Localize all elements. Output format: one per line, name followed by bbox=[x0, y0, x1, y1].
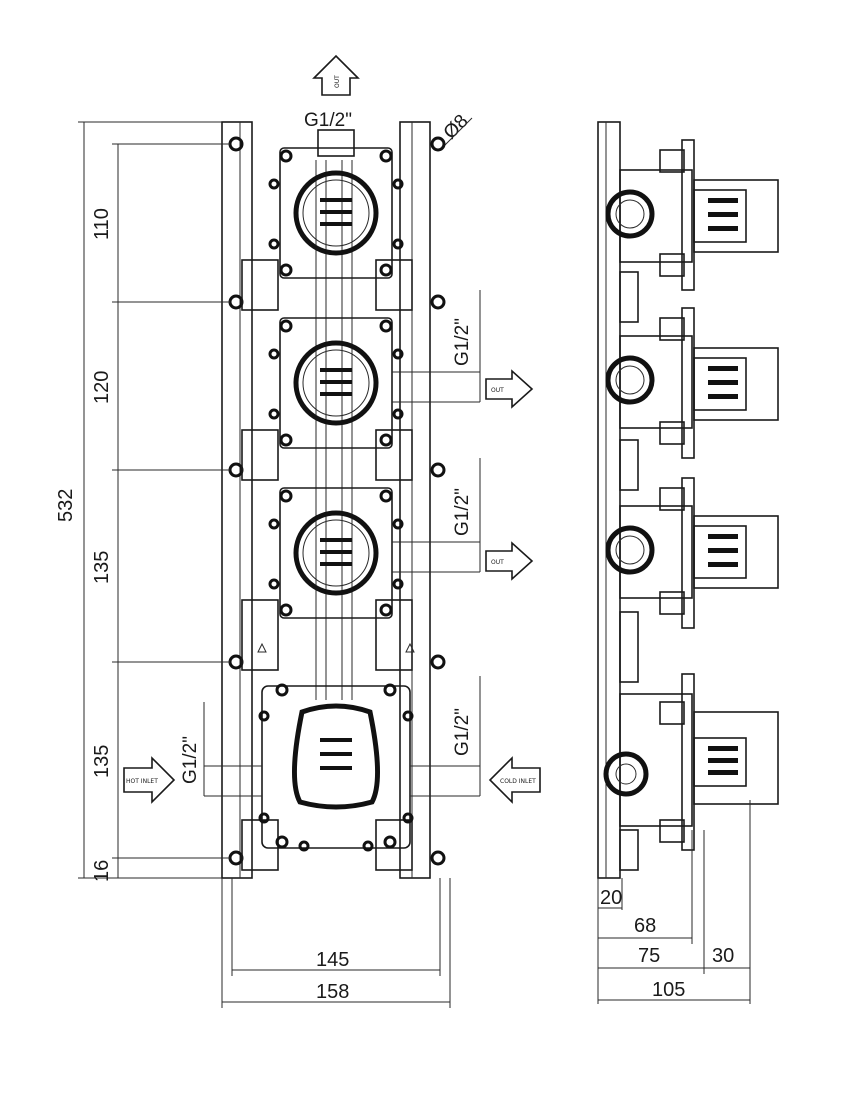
horizontal-dimensions bbox=[221, 878, 451, 1008]
thread-label-2: G1/2" bbox=[452, 488, 473, 536]
top-thread-label: G1/2" bbox=[304, 110, 352, 131]
vertical-dimensions bbox=[78, 121, 230, 879]
inner-width-label: 145 bbox=[316, 949, 349, 971]
valve-module-1 bbox=[268, 147, 404, 279]
side-valve-2 bbox=[605, 307, 779, 459]
out-arrow-2-label: OUT bbox=[491, 559, 504, 566]
side-dim-20: 20 bbox=[600, 887, 622, 909]
side-dim-30: 30 bbox=[712, 945, 734, 967]
out-arrow-2: OUT bbox=[485, 541, 534, 581]
out-arrow-1: OUT bbox=[485, 369, 534, 409]
valve-module-2 bbox=[268, 317, 404, 449]
top-out-arrow: OUT bbox=[312, 54, 360, 96]
outlet-pipes bbox=[203, 290, 481, 797]
total-height-label: 532 bbox=[55, 489, 77, 522]
thread-label-3: G1/2" bbox=[452, 708, 473, 756]
side-dimensions bbox=[597, 800, 751, 1004]
top-out-label: OUT bbox=[334, 75, 341, 88]
outer-width-label: 158 bbox=[316, 981, 349, 1003]
cold-inlet-label: COLD INLET bbox=[500, 778, 536, 785]
out-arrow-1-label: OUT bbox=[491, 387, 504, 394]
spacing-3-label: 135 bbox=[91, 551, 113, 584]
side-dim-68: 68 bbox=[634, 915, 656, 937]
right-rail bbox=[399, 121, 431, 879]
side-view: 20 68 75 30 105 bbox=[597, 121, 779, 1004]
bottom-offset-label: 16 bbox=[91, 860, 113, 882]
thermostatic-module bbox=[258, 683, 414, 852]
thread-label-1: G1/2" bbox=[452, 318, 473, 366]
spacing-2-label: 120 bbox=[91, 371, 113, 404]
cold-inlet-arrow: COLD INLET bbox=[488, 756, 541, 804]
side-valve-1 bbox=[605, 139, 779, 291]
side-dim-75: 75 bbox=[638, 945, 660, 967]
thread-label-inlet-left: G1/2" bbox=[180, 736, 201, 784]
side-wall-plate bbox=[597, 121, 621, 879]
hole-diameter-label: Ø8 bbox=[440, 111, 473, 144]
hot-inlet-label: HOT INLET bbox=[126, 778, 158, 785]
rail-brackets bbox=[241, 259, 415, 871]
side-valve-3 bbox=[605, 477, 779, 629]
side-thermostat bbox=[603, 673, 779, 851]
front-view: OUT G1/2" Ø8 bbox=[55, 54, 541, 1008]
valve-module-3 bbox=[268, 487, 404, 619]
left-rail bbox=[221, 121, 253, 879]
spacing-4-label: 135 bbox=[91, 745, 113, 778]
spacing-1-label: 110 bbox=[91, 208, 113, 240]
side-dim-105: 105 bbox=[652, 979, 685, 1001]
hot-inlet-arrow: HOT INLET bbox=[123, 756, 176, 804]
